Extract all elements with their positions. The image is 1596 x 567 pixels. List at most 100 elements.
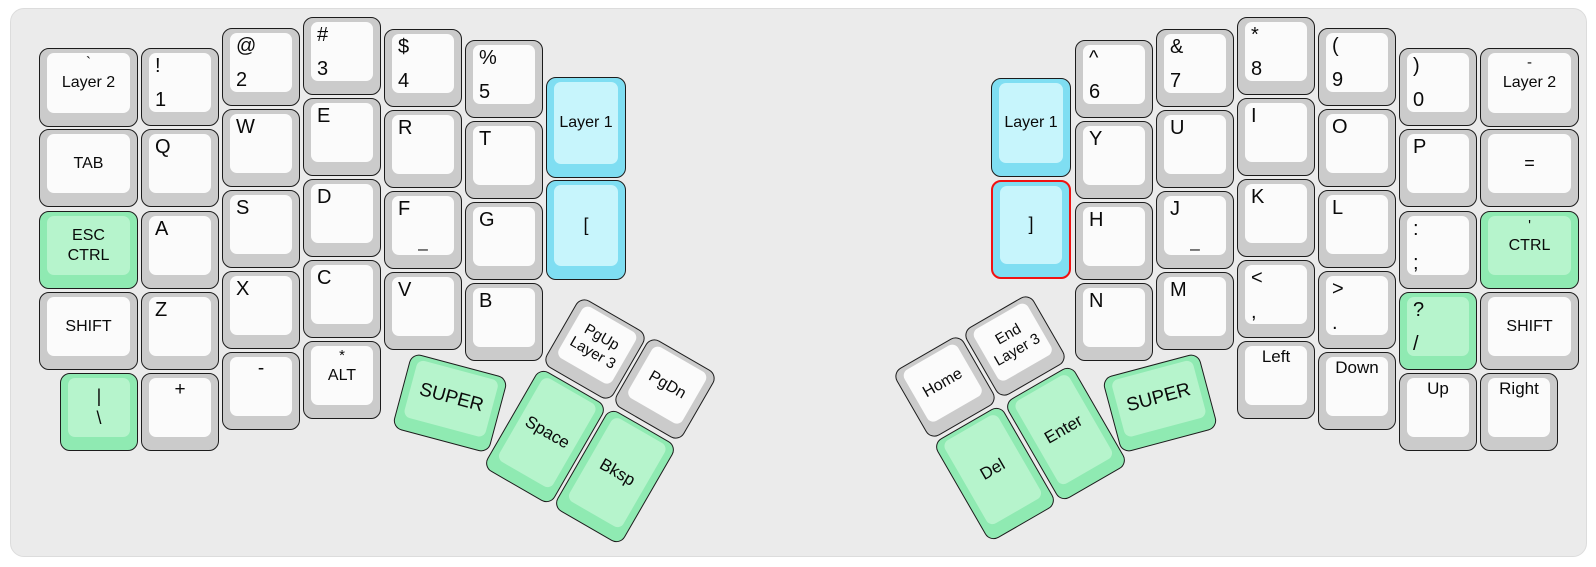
keycap-top: :; (1407, 216, 1469, 275)
key-left-layer2[interactable]: `Layer 2 (39, 48, 138, 127)
key-right-arrow-up[interactable]: Up (1399, 373, 1477, 451)
key-right-super[interactable]: SUPER (1101, 352, 1219, 454)
key-right-arrow-down[interactable]: Down (1318, 352, 1396, 430)
key-right-paren-0[interactable]: )0 (1399, 48, 1477, 126)
key-legend: Layer 2 (61, 74, 116, 92)
key-left-w[interactable]: W (222, 109, 300, 187)
key-left-exclam-1[interactable]: !1 (141, 48, 219, 126)
key-legend: ; (1413, 252, 1419, 274)
key-right-paren-9[interactable]: (9 (1318, 28, 1396, 106)
keycap-top: ^6 (1083, 45, 1145, 104)
keycap-top: Left (1245, 346, 1307, 405)
key-legend: @ (236, 35, 257, 57)
key-left-layer1[interactable]: Layer 1 (546, 77, 626, 178)
key-left-minus[interactable]: - (222, 352, 300, 430)
key-right-y[interactable]: Y (1075, 121, 1153, 199)
key-left-esc-ctrl[interactable]: ESC CTRL (39, 211, 138, 289)
key-left-lbracket[interactable]: [ (546, 180, 626, 280)
key-right-m[interactable]: M (1156, 272, 1234, 350)
keycap-top: - (230, 357, 292, 416)
key-legend: Up (1427, 379, 1449, 398)
keycap-top: Layer 1 (999, 83, 1063, 163)
key-left-at-2[interactable]: @2 (222, 28, 300, 106)
keycap-top: X (230, 276, 292, 335)
key-right-j[interactable]: J_ (1156, 191, 1234, 269)
keycap-top: F_ (392, 196, 454, 255)
key-right-amp-7[interactable]: &7 (1156, 29, 1234, 107)
key-right-shift[interactable]: SHIFT (1480, 292, 1579, 370)
key-left-plus[interactable]: + (141, 373, 219, 451)
key-left-dollar-4[interactable]: $4 (384, 29, 462, 107)
key-right-n[interactable]: N (1075, 283, 1153, 361)
key-right-k[interactable]: K (1237, 179, 1315, 257)
key-right-p[interactable]: P (1399, 129, 1477, 207)
key-left-t[interactable]: T (465, 121, 543, 199)
key-right-arrow-left[interactable]: Left (1237, 341, 1315, 419)
key-right-rbracket[interactable]: ] (991, 180, 1071, 279)
key-left-s[interactable]: S (222, 190, 300, 268)
key-left-e[interactable]: E (303, 98, 381, 176)
keycap-top: L (1326, 195, 1388, 254)
key-left-pipe-backslash[interactable]: | \ (60, 373, 138, 451)
key-right-layer2[interactable]: -Layer 2 (1480, 48, 1579, 127)
key-right-star-8[interactable]: *8 (1237, 17, 1315, 95)
key-right-comma[interactable]: <, (1237, 260, 1315, 338)
key-left-g[interactable]: G (465, 202, 543, 280)
keycap-top: O (1326, 114, 1388, 173)
key-legend: $ (398, 36, 410, 58)
key-right-layer1[interactable]: Layer 1 (991, 78, 1071, 177)
key-right-o[interactable]: O (1318, 109, 1396, 187)
keycap-top: J_ (1164, 196, 1226, 255)
key-right-ctrl[interactable]: 'CTRL (1480, 211, 1579, 289)
key-left-d[interactable]: D (303, 179, 381, 257)
key-left-hash-3[interactable]: #3 (303, 17, 381, 95)
key-right-caret-6[interactable]: ^6 (1075, 40, 1153, 118)
key-legend: T (479, 128, 492, 150)
key-left-c[interactable]: C (303, 260, 381, 338)
key-right-h[interactable]: H (1075, 202, 1153, 280)
key-left-a[interactable]: A (141, 211, 219, 289)
keycap-top: Layer 1 (554, 82, 618, 164)
key-right-u[interactable]: U (1156, 110, 1234, 188)
key-left-v[interactable]: V (384, 272, 462, 350)
keycap-top: I (1245, 103, 1307, 162)
key-right-l[interactable]: L (1318, 190, 1396, 268)
keycap-top: Up (1407, 378, 1469, 437)
keycap-top: SHIFT (47, 297, 130, 356)
keycap-top: *ALT (311, 346, 373, 405)
key-right-slash[interactable]: ?/ (1399, 292, 1477, 370)
key-legend: J (1170, 198, 1180, 220)
keycap-top: >. (1326, 276, 1388, 335)
key-right-equals[interactable]: = (1480, 129, 1579, 207)
key-right-arrow-right[interactable]: Right (1480, 373, 1558, 451)
key-left-x[interactable]: X (222, 271, 300, 349)
keycap-top: K (1245, 184, 1307, 243)
key-left-f[interactable]: F_ (384, 191, 462, 269)
keycap-top: U (1164, 115, 1226, 174)
key-legend: 5 (479, 81, 491, 103)
key-legend: U (1170, 117, 1185, 139)
key-left-q[interactable]: Q (141, 129, 219, 207)
key-right-period[interactable]: >. (1318, 271, 1396, 349)
key-legend: ALT (327, 366, 357, 384)
key-right-i[interactable]: I (1237, 98, 1315, 176)
keycap-top: V (392, 277, 454, 336)
key-legend: ( (1332, 35, 1339, 57)
key-left-shift[interactable]: SHIFT (39, 292, 138, 370)
key-left-percent-5[interactable]: %5 (465, 40, 543, 118)
keycap-top: Right (1488, 378, 1550, 437)
keycap-top: %5 (473, 45, 535, 104)
key-legend: PgUp Layer 3 (567, 320, 623, 373)
key-left-b[interactable]: B (465, 283, 543, 361)
key-right-semicolon[interactable]: :; (1399, 211, 1477, 289)
key-left-r[interactable]: R (384, 110, 462, 188)
key-legend: 8 (1251, 58, 1263, 80)
keycap-top: R (392, 115, 454, 174)
keycap-top: <, (1245, 265, 1307, 324)
key-left-super[interactable]: SUPER (391, 352, 509, 454)
key-left-alt[interactable]: *ALT (303, 341, 381, 419)
key-left-tab[interactable]: TAB (39, 129, 138, 207)
keycap-top: D (311, 184, 373, 243)
key-left-z[interactable]: Z (141, 292, 219, 370)
key-legend: : (1413, 218, 1419, 240)
